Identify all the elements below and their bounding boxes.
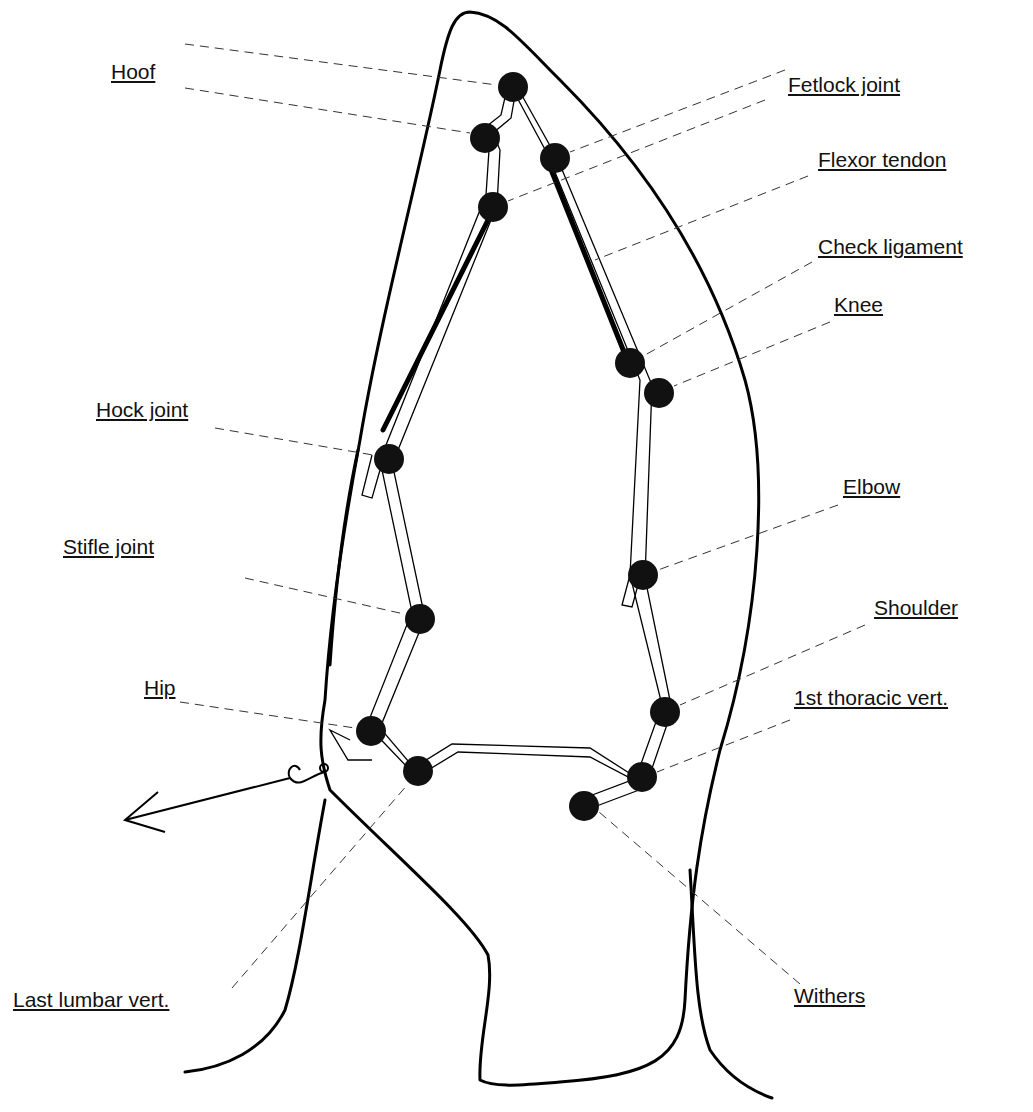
- hip-label: Hip: [143, 676, 177, 700]
- fetlock-label: Fetlock joint: [787, 73, 901, 97]
- hoof-label: Hoof: [110, 60, 156, 84]
- knee-label: Knee: [833, 293, 884, 317]
- shoulder-label: Shoulder: [873, 596, 959, 620]
- ligament-label: Check ligament: [817, 235, 964, 259]
- tendons: [383, 162, 628, 430]
- tendon-label: Flexor tendon: [817, 148, 947, 172]
- elbow-label: Elbow: [842, 475, 901, 499]
- joint-dots: [356, 72, 680, 821]
- hock-label: Hock joint: [95, 398, 189, 422]
- lumbar-label: Last lumbar vert.: [12, 988, 170, 1012]
- body-outline: [185, 12, 772, 1098]
- skeleton: [330, 80, 672, 810]
- pull-arrow: [125, 764, 328, 832]
- stifle-label: Stifle joint: [62, 535, 155, 559]
- leader-lines: [180, 44, 865, 988]
- withers-label: Withers: [793, 984, 866, 1008]
- thoracic-label: 1st thoracic vert.: [793, 686, 949, 710]
